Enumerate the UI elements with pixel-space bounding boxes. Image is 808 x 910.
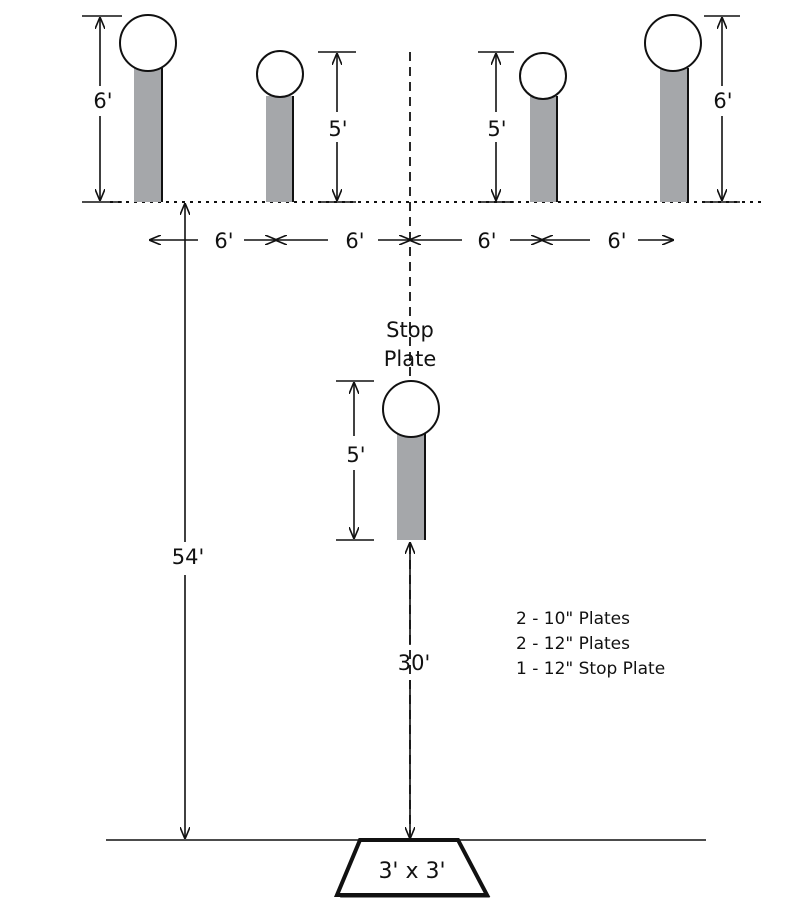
spacing-label: 6' [214, 229, 233, 253]
shooting-box: 3' x 3' [333, 838, 491, 898]
spacing-label: 6' [607, 229, 626, 253]
height-dimension-left-outer: 6' [82, 15, 122, 203]
height-dimension-left-inner: 5' [318, 51, 356, 203]
height-dimension-right-outer: 6' [704, 15, 740, 203]
distance-dimension-30: 30' [398, 543, 431, 838]
spacing-dimension: 6' 6' 6' 6' [150, 229, 673, 253]
plate-12in [119, 14, 177, 72]
height-dimension-stop-plate: 5' [336, 380, 374, 541]
note-line: 2 - 12" Plates [516, 634, 630, 654]
stop-plate-title: Stop Plate [384, 318, 437, 371]
spacing-label: 6' [345, 229, 364, 253]
plate-10in [519, 52, 567, 100]
post [266, 96, 293, 202]
stop-plate-target [382, 380, 440, 540]
distance-label-54: 54' [172, 545, 205, 569]
stop-plate-title-line2: Plate [384, 347, 437, 371]
spacing-label: 6' [477, 229, 496, 253]
note-line: 1 - 12" Stop Plate [516, 659, 665, 679]
post [660, 68, 688, 202]
plate-12in [644, 14, 702, 72]
plate-count-notes: 2 - 10" Plates 2 - 12" Plates 1 - 12" St… [516, 609, 665, 679]
distance-label-30: 30' [398, 651, 431, 675]
post [530, 96, 557, 202]
target-right-inner [519, 52, 567, 202]
shooting-box-label: 3' x 3' [378, 859, 445, 884]
shooting-box-outline [333, 838, 491, 897]
height-label: 6' [713, 89, 732, 113]
distance-dimension-54: 54' [172, 204, 205, 838]
height-label: 6' [93, 89, 112, 113]
post [397, 432, 425, 540]
target-right-outer [644, 14, 702, 202]
target-left-outer [119, 14, 177, 202]
plate-10in [256, 50, 304, 98]
plate-12in [382, 380, 440, 438]
height-dimension-right-inner: 5' [478, 51, 514, 203]
note-line: 2 - 10" Plates [516, 609, 630, 629]
height-label: 5' [346, 443, 365, 467]
stop-plate-title-line1: Stop [386, 318, 434, 342]
height-label: 5' [328, 117, 347, 141]
post [134, 68, 162, 202]
target-left-inner [256, 50, 304, 202]
height-label: 5' [487, 117, 506, 141]
